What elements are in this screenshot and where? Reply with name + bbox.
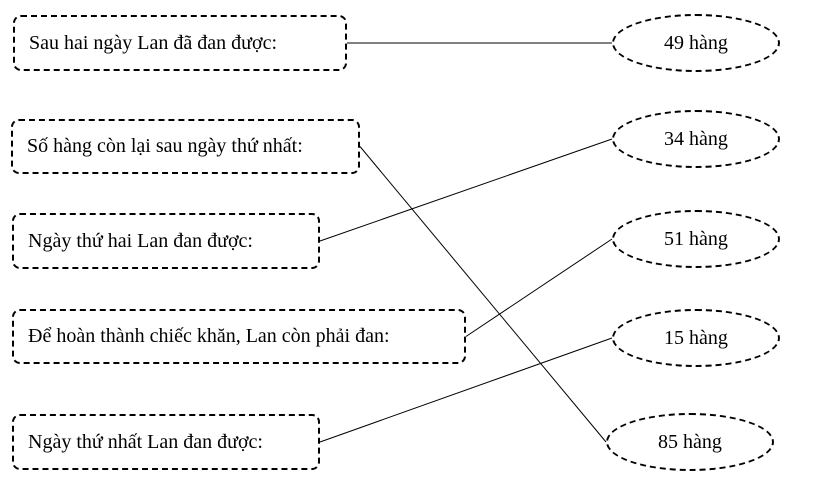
answer-label: 34 hàng bbox=[664, 127, 728, 150]
left-box-label: Ngày thứ hai Lan đan được: bbox=[28, 229, 253, 252]
answer-oval-85: 85 hàng bbox=[606, 413, 774, 471]
left-box-label: Để hoàn thành chiếc khăn, Lan còn phải đ… bbox=[28, 325, 390, 347]
connector-line bbox=[319, 337, 613, 443]
left-box-two-days-total: Sau hai ngày Lan đã đan được: bbox=[13, 15, 347, 71]
left-box-day-one: Ngày thứ nhất Lan đan được: bbox=[12, 414, 320, 470]
answer-oval-34: 34 hàng bbox=[612, 110, 780, 168]
answer-label: 51 hàng bbox=[664, 227, 728, 250]
answer-oval-51: 51 hàng bbox=[612, 210, 780, 268]
left-box-label: Ngày thứ nhất Lan đan được: bbox=[28, 430, 263, 453]
left-box-to-finish-scarf: Để hoàn thành chiếc khăn, Lan còn phải đ… bbox=[12, 309, 466, 364]
answer-label: 49 hàng bbox=[664, 31, 728, 54]
connector-line bbox=[465, 238, 613, 337]
answer-label: 15 hàng bbox=[664, 326, 728, 349]
left-box-label: Sau hai ngày Lan đã đan được: bbox=[29, 31, 278, 54]
left-box-remaining-after-day-one: Số hàng còn lại sau ngày thứ nhất: bbox=[11, 119, 360, 174]
answer-label: 85 hàng bbox=[658, 430, 722, 453]
connector-line bbox=[319, 138, 613, 242]
answer-oval-15: 15 hàng bbox=[612, 309, 780, 367]
left-box-day-two: Ngày thứ hai Lan đan được: bbox=[12, 213, 320, 269]
answer-oval-49: 49 hàng bbox=[612, 14, 780, 72]
connector-line bbox=[359, 146, 607, 443]
left-box-label: Số hàng còn lại sau ngày thứ nhất: bbox=[27, 135, 303, 157]
